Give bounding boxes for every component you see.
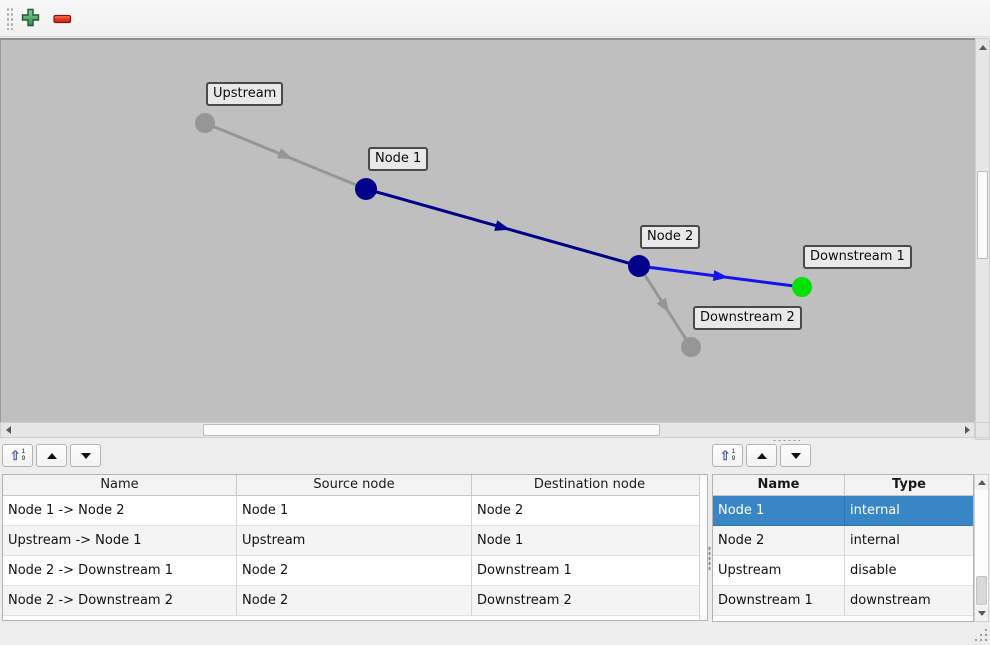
resize-grip-icon[interactable] — [985, 639, 987, 641]
column-header-source-node[interactable]: Source node — [237, 475, 472, 495]
canvas-vertical-scrollbar[interactable] — [975, 38, 990, 440]
move-edge-up-button[interactable] — [36, 444, 67, 467]
move-node-down-button[interactable] — [780, 444, 811, 467]
splitter-grip-icon — [708, 546, 711, 570]
node-cell-type[interactable]: internal — [845, 496, 973, 526]
triangle-down-icon — [977, 611, 986, 616]
graph-node-downstream-2[interactable] — [681, 337, 701, 357]
triangle-right-icon — [964, 426, 970, 434]
graph-node-node-1[interactable] — [355, 178, 377, 200]
triangle-up-icon — [978, 44, 987, 50]
edge-cell[interactable]: Downstream 1 — [472, 556, 707, 586]
move-edge-down-button[interactable] — [70, 444, 101, 467]
remove-button[interactable] — [49, 6, 75, 32]
edge-cell[interactable]: Node 2 — [237, 556, 472, 586]
node-cell-name[interactable]: Node 2 — [713, 526, 845, 556]
pane-splitter-horizontal[interactable] — [0, 438, 990, 444]
node-cell-type[interactable]: downstream — [845, 586, 973, 616]
node-cell-name[interactable]: Downstream 1 — [713, 586, 845, 616]
node-cell-type[interactable]: internal — [845, 526, 973, 556]
node-cell-type[interactable]: disable — [845, 556, 973, 586]
pane-splitter-vertical[interactable] — [707, 474, 712, 621]
edge-cell[interactable]: Downstream 2 — [472, 586, 707, 616]
triangle-up-icon — [46, 452, 57, 459]
scroll-down-button[interactable] — [975, 606, 988, 621]
nodes-scroll-thumb[interactable] — [976, 576, 987, 605]
scroll-up-button[interactable] — [975, 475, 988, 490]
column-header-type[interactable]: Type — [892, 477, 926, 492]
node-label-downstream-1[interactable]: Downstream 1 — [803, 245, 912, 269]
graph-node-downstream-1[interactable] — [792, 277, 812, 297]
triangle-up-icon — [756, 452, 767, 459]
nodes-table-header[interactable]: Name Type — [713, 475, 973, 496]
edge-arrow-icon — [494, 220, 511, 231]
plus-icon — [21, 8, 40, 30]
node-cell-name[interactable]: Node 1 — [713, 496, 845, 526]
edge-cell[interactable]: Node 2 -> Downstream 2 — [3, 586, 237, 616]
minus-icon — [52, 12, 72, 27]
edges-table-header[interactable]: Name Source node Destination node — [3, 475, 707, 496]
toolbar-grip[interactable] — [6, 7, 14, 30]
node-label-downstream-2[interactable]: Downstream 2 — [693, 306, 802, 330]
node-cell-name[interactable]: Upstream — [713, 556, 845, 586]
edge-cell[interactable]: Node 1 — [237, 496, 472, 526]
node-label-node-2[interactable]: Node 2 — [640, 225, 701, 249]
edge-cell[interactable]: Node 1 -> Node 2 — [3, 496, 237, 526]
scroll-left-button[interactable] — [1, 423, 15, 437]
edge-cell[interactable]: Node 1 — [472, 526, 707, 556]
graph-node-upstream[interactable] — [195, 113, 215, 133]
node-label-node-1[interactable]: Node 1 — [368, 147, 429, 171]
triangle-left-icon — [5, 426, 11, 434]
triangle-up-icon — [977, 480, 986, 485]
status-bar — [0, 623, 990, 645]
edge-cell[interactable]: Node 2 — [237, 586, 472, 616]
move-node-up-button[interactable] — [746, 444, 777, 467]
triangle-down-icon — [80, 452, 91, 459]
edge-arrow-icon — [276, 148, 293, 160]
edge-arrow-icon — [656, 297, 670, 314]
edge-arrow-icon — [712, 270, 729, 282]
node-label-upstream[interactable]: Upstream — [206, 82, 284, 106]
scrollbar-corner — [975, 422, 990, 438]
column-header-name[interactable]: Name — [3, 475, 237, 495]
edge-cell[interactable]: Node 2 -> Downstream 1 — [3, 556, 237, 586]
graph-node-node-2[interactable] — [628, 255, 650, 277]
scroll-right-button[interactable] — [960, 423, 974, 437]
edge-cell[interactable]: Node 2 — [472, 496, 707, 526]
column-header-name[interactable]: Name — [713, 475, 845, 495]
main-toolbar — [0, 0, 990, 37]
edge-cell[interactable]: Upstream — [237, 526, 472, 556]
nodes-table-scrollbar[interactable] — [974, 474, 989, 622]
add-button[interactable] — [17, 6, 43, 32]
splitter-grip-icon — [772, 439, 800, 442]
edge-cell[interactable]: Upstream -> Node 1 — [3, 526, 237, 556]
edges-table-scrollbar-gutter — [699, 475, 707, 620]
graph-edges-layer — [195, 113, 812, 357]
canvas-vscroll-thumb[interactable] — [977, 171, 988, 259]
scroll-up-button[interactable] — [976, 39, 989, 55]
canvas-hscroll-thumb[interactable] — [203, 424, 660, 436]
edges-table: Name Source node Destination node Node 1… — [2, 474, 708, 621]
canvas-horizontal-scrollbar[interactable] — [0, 422, 975, 438]
column-header-destination-node[interactable]: Destination node — [533, 477, 646, 492]
triangle-down-icon — [790, 452, 801, 459]
